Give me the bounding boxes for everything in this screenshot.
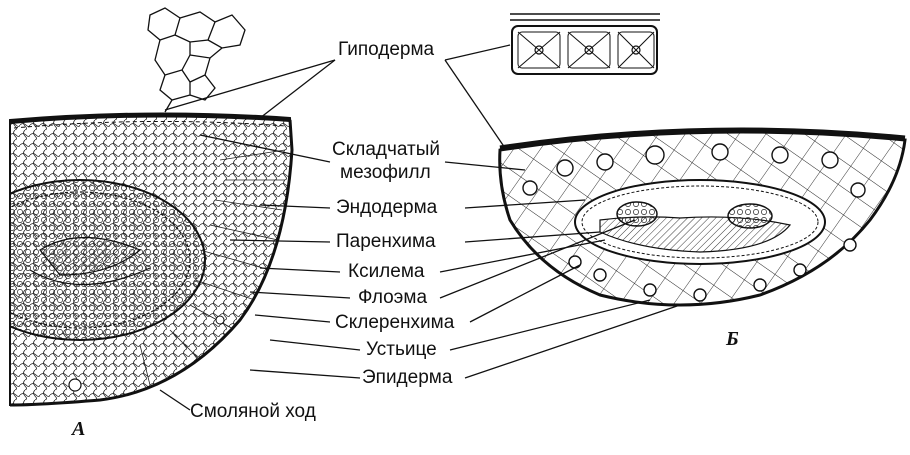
label-xylem: Ксилема [348, 261, 425, 282]
panel-b-inset [510, 13, 660, 75]
label-mesophyll-line1: Складчатый [332, 139, 441, 160]
panel-label-a: А [72, 418, 86, 440]
panel-a-section [9, 112, 294, 407]
label-resin-duct: Смоляной ход [190, 401, 316, 422]
label-stoma: Устьице [366, 339, 437, 360]
panel-b-section [498, 127, 907, 307]
label-sclerenchyma: Склеренхима [335, 312, 455, 333]
label-mesophyll-line2: мезофилл [340, 162, 431, 183]
label-epidermis: Эпидерма [362, 367, 453, 388]
label-phloem: Флоэма [358, 287, 428, 308]
label-endodermis: Эндодерма [336, 197, 438, 218]
panel-a-inset [147, 7, 246, 113]
label-parenchyma: Паренхима [336, 231, 436, 252]
panel-label-b: Б [726, 328, 739, 350]
leader-lines [159, 44, 681, 411]
label-hypodermis: Гиподерма [338, 39, 435, 60]
